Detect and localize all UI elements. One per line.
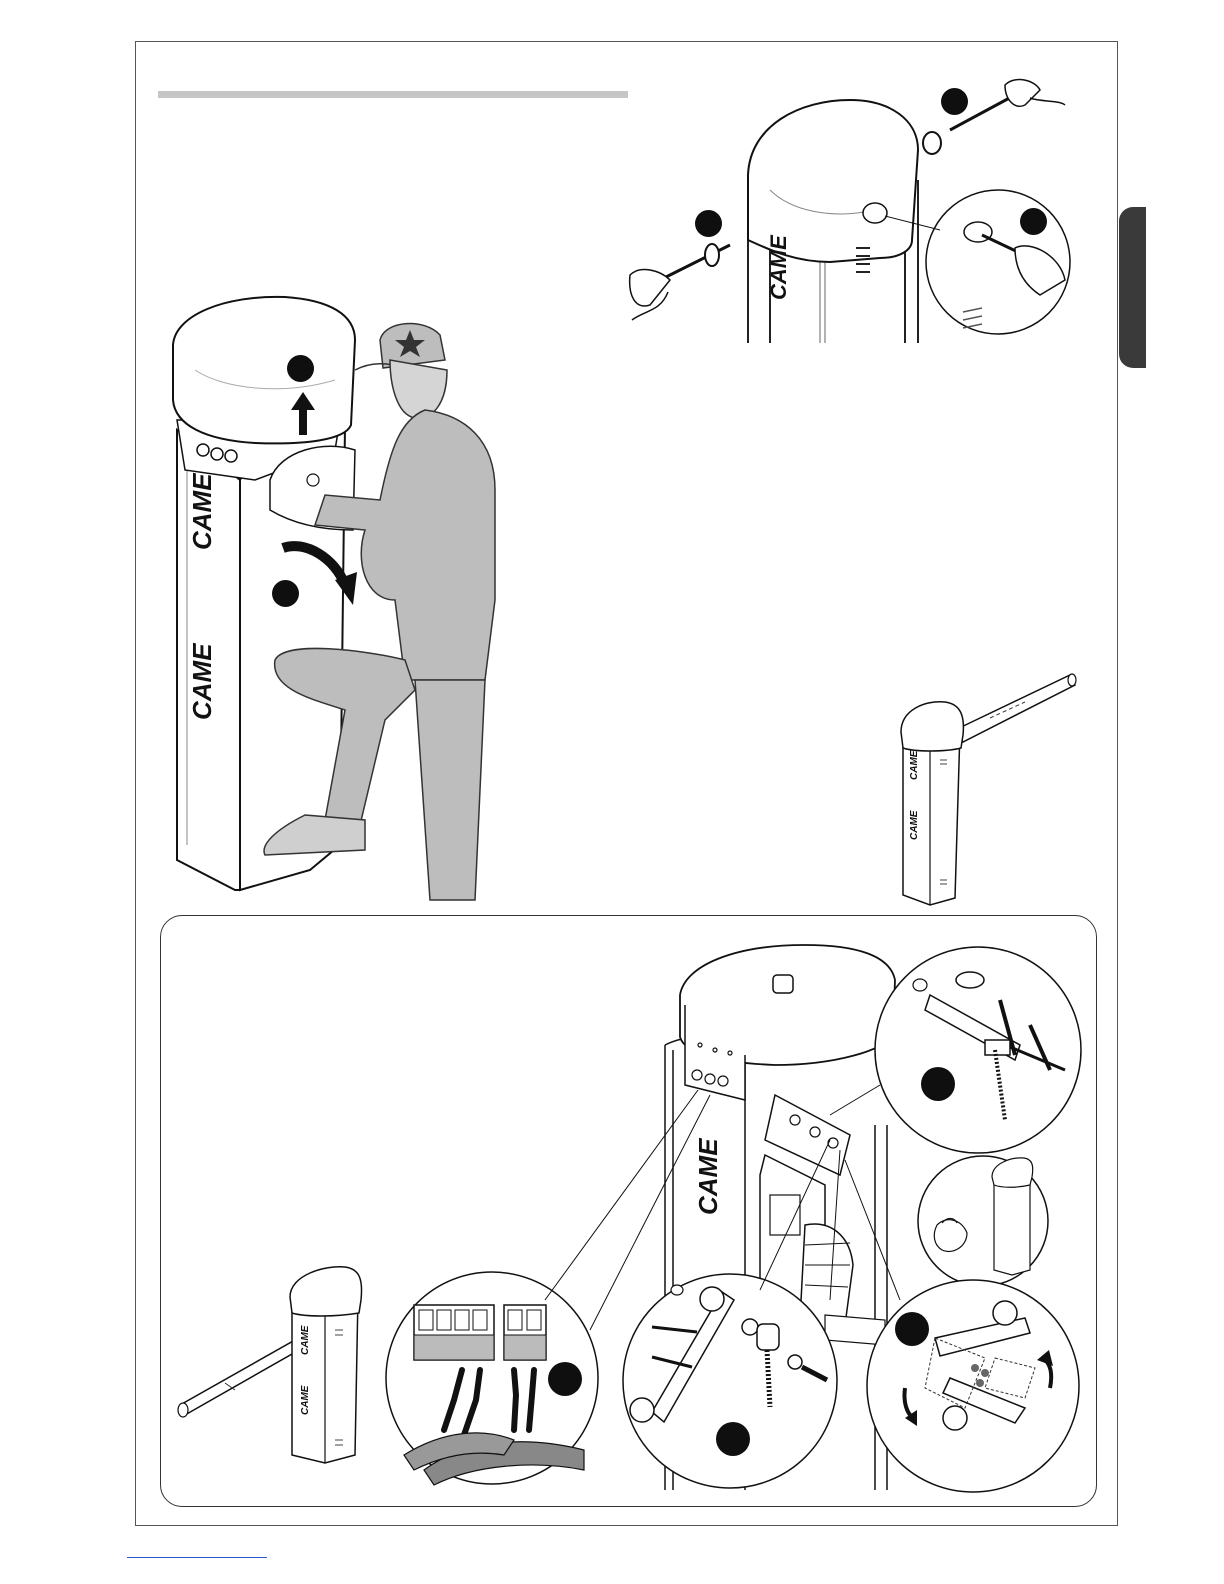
leader-lines: [0, 0, 1224, 1584]
